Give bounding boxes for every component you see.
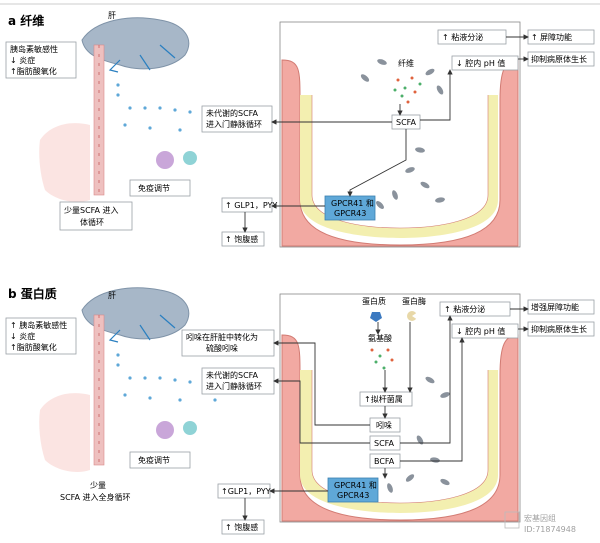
protease-label: 蛋白酶 xyxy=(402,296,426,306)
gpcr-b-line2: GPCR43 xyxy=(337,491,369,500)
scfa-label-a: SCFA xyxy=(396,118,417,127)
gpcr-box-b xyxy=(327,477,379,503)
small-scfa-box-a xyxy=(59,201,133,231)
amino-particles xyxy=(370,348,394,370)
unmet-scfa-b-line1: 未代谢的SCFA xyxy=(206,370,259,380)
ph-box-a xyxy=(451,55,519,71)
small-scfa-b-line1: 少量 xyxy=(90,481,106,490)
left-box-a-line3: ↑脂肪酸氧化 xyxy=(10,66,57,76)
satiety-label-a: ↑ 饱腹感 xyxy=(225,234,258,244)
indole-conv-box-b xyxy=(181,329,275,357)
left-box-b xyxy=(5,317,77,355)
unmet-scfa-a-line2: 进入门静脉循环 xyxy=(206,119,262,129)
pathogen-label-a: 抑制病原体生长 xyxy=(531,54,587,64)
indole-conv-line1: 吲哚在肝脏中转化为 xyxy=(186,332,258,342)
immune-cells-b xyxy=(156,421,197,439)
immune-cells-a xyxy=(156,151,197,169)
left-box-a-line2: ↓ 炎症 xyxy=(10,55,35,65)
protein-label: 蛋白质 xyxy=(362,296,386,306)
arrows-b xyxy=(242,306,529,521)
glp-label-a: ↑ GLP1，PYY xyxy=(225,201,277,210)
watermark: 宏基因组 ID:71874948 xyxy=(504,511,576,534)
left-box-a xyxy=(5,41,77,79)
unmet-scfa-box-b xyxy=(201,367,275,395)
intestine-a xyxy=(281,59,519,247)
watermark-line1: 宏基因组 xyxy=(524,513,556,523)
bcfa-label-b: BCFA xyxy=(374,457,395,466)
ph-label-a: ↓ 腔内 pH 值 xyxy=(456,58,505,68)
scfa-label-b: SCFA xyxy=(374,439,395,448)
unmet-scfa-a-line1: 未代谢的SCFA xyxy=(206,108,259,118)
left-box-b-line3: ↑脂肪酸氧化 xyxy=(10,342,57,352)
glp-label-b: ↑GLP1，PYY xyxy=(221,487,271,496)
left-box-b-line1: ↑ 胰岛素敏感性 xyxy=(10,320,67,330)
immune-label-a: 免疫调节 xyxy=(138,183,170,193)
small-scfa-a-line1: 少量SCFA 进入 xyxy=(64,206,119,215)
fiber-particles-a xyxy=(393,76,422,104)
gpcr-a-line1: GPCR41 和 xyxy=(331,199,374,208)
liver-b: 肝 xyxy=(81,287,190,343)
bacteroides-label: ↑拟杆菌属 xyxy=(364,394,403,404)
satiety-label-b: ↑ 饱腹感 xyxy=(225,522,258,532)
barrier-label-a: 屏障功能 xyxy=(540,32,572,42)
panel-a-title: a 纤维 xyxy=(8,13,44,28)
unmet-scfa-box-a xyxy=(201,105,273,133)
gpcr-box-a xyxy=(324,195,376,221)
gpcr-a-line2: GPCR43 xyxy=(334,209,366,218)
immune-box-a xyxy=(129,179,191,197)
ph-label-b: ↓ 腔内 pH 值 xyxy=(456,326,505,336)
small-scfa-a-line2: 体循环 xyxy=(80,217,104,227)
mucus-label-b: ↑ 粘液分泌 xyxy=(444,304,485,314)
mucus-label-a: ↑ 粘液分泌 xyxy=(442,32,483,42)
gpcr-b-line1: GPCR41 和 xyxy=(334,481,377,490)
left-box-b-line2: ↓ 炎症 xyxy=(10,331,35,341)
left-box-a-line1: 胰岛素敏感性 xyxy=(10,44,58,54)
liver-label-b: 肝 xyxy=(108,291,116,300)
amino-label: 氨基酸 xyxy=(368,333,392,343)
small-scfa-b-line2: SCFA 进入全身循环 xyxy=(60,492,131,502)
ph-box-b xyxy=(451,323,519,339)
pathogen-label-b: 抑制病原体生长 xyxy=(531,324,587,334)
fiber-label-a: 纤维 xyxy=(398,58,414,68)
protease-icon xyxy=(407,311,418,321)
immune-box-b xyxy=(129,451,191,469)
bacteria-a xyxy=(360,59,445,209)
body-shape-b xyxy=(39,393,90,472)
watermark-line2: ID:71874948 xyxy=(524,525,576,534)
liver-a: 肝 xyxy=(81,11,190,73)
unmet-scfa-b-line2: 进入门静脉循环 xyxy=(206,381,262,391)
indole-label: 吲哚 xyxy=(376,421,392,430)
body-shape-a xyxy=(39,123,90,202)
panel-b-title: b 蛋白质 xyxy=(8,286,57,301)
arrows-a xyxy=(242,34,529,233)
indole-conv-line2: 硫酸吲哚 xyxy=(206,343,238,353)
protein-icon xyxy=(370,312,382,322)
barrier-label-b: 增强屏障功能 xyxy=(531,302,579,312)
liver-label-a: 肝 xyxy=(108,11,116,20)
immune-label-b: 免疫调节 xyxy=(138,455,170,465)
barrier-arrow-a: ↑ xyxy=(531,33,538,42)
